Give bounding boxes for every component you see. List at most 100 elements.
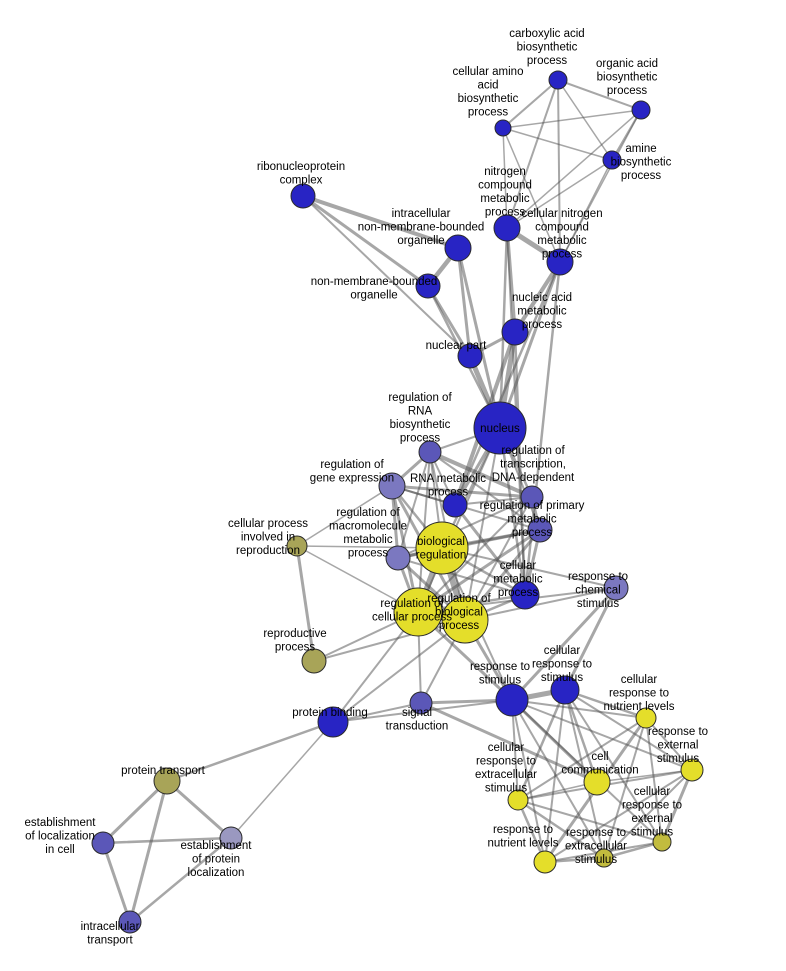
graph-edge [456,246,502,430]
node-cellular-response-to-stimulus[interactable] [550,675,580,705]
graph-edge [101,841,132,924]
graph-edge [502,127,613,161]
node-nuclear-part[interactable] [457,343,483,369]
graph-edge [332,619,466,723]
graph-edge [296,485,393,547]
graph-edge [441,547,617,589]
node-response-to-nutrient-levels[interactable] [533,850,557,874]
graph-edge [230,721,334,839]
node-ribonucleoprotein-complex[interactable] [290,183,316,209]
graph-edge [516,798,606,860]
graph-edge [428,450,534,499]
node-regulation-of-gene-expression[interactable] [378,472,406,500]
graph-edge [513,260,562,334]
graph-edge [563,586,618,692]
node-nucleus[interactable] [473,401,527,455]
node-regulation-of-macromolecule-metabolic-process[interactable] [385,545,411,571]
graph-edge [464,427,501,621]
node-cellular-response-to-nutrient-levels[interactable] [635,707,657,729]
node-regulation-of-cellular-process[interactable] [393,587,443,637]
node-cellular-amino-acid-biosynthetic-process[interactable] [494,119,512,137]
graph-edge [101,779,169,845]
graph-edge [510,586,618,702]
graph-edge [511,699,663,843]
graph-edge [417,427,501,613]
node-protein-binding[interactable] [317,706,349,738]
graph-edge [557,79,642,111]
graph-edge [506,109,642,229]
node-cellular-metabolic-process[interactable] [510,580,540,610]
node-regulation-of-rna-biosynthetic-process[interactable] [418,440,442,464]
node-regulation-of-transcription-dna-dependent[interactable] [520,485,544,509]
graph-edge [397,557,526,596]
node-rna-metabolic-process[interactable] [442,492,468,518]
node-regulation-of-primary-metabolic-process[interactable] [527,517,553,543]
node-cellular-response-to-external-stimulus[interactable] [652,832,672,852]
node-cellular-response-to-extracellular-stimulus[interactable] [507,789,529,811]
node-non-membrane-bounded-organelle[interactable] [415,273,441,299]
node-response-to-extracellular-stimulus[interactable] [594,848,614,868]
node-response-to-chemical-stimulus[interactable] [603,575,629,601]
graph-edge [603,769,693,859]
graph-edge [557,79,613,161]
graph-edge [502,79,559,129]
graph-edge [511,699,693,771]
graph-edge [456,246,472,358]
node-nucleic-acid-metabolic-process[interactable] [501,318,529,346]
graph-edge [498,426,527,597]
graph-edge [101,836,233,845]
graph-edge [557,79,561,263]
graph-edge [511,699,605,859]
node-reproductive-process[interactable] [301,648,327,674]
graph-edge [419,701,599,784]
edge-layer [101,79,694,924]
graph-edge [454,496,533,506]
node-intracellular-transport[interactable] [118,910,142,934]
graph-edge [603,717,647,859]
graph-edge [498,260,562,430]
graph-edge [660,768,694,844]
node-cellular-nitrogen-compound-metabolic-process[interactable] [546,248,574,276]
node-layer [91,70,704,934]
node-cellular-process-involved-in-reproduction[interactable] [286,535,308,557]
node-carboxylic-acid-biosynthetic-process[interactable] [548,70,568,90]
graph-edge [302,195,471,357]
graph-edge [506,79,559,229]
graph-edge [464,587,617,621]
graph-edge [517,799,663,843]
graph-edge [511,699,647,719]
graph-edge [502,109,642,129]
node-protein-transport[interactable] [153,767,181,795]
node-response-to-external-stimulus[interactable] [680,758,704,782]
graph-edge [502,127,561,263]
node-biological-regulation[interactable] [415,521,469,575]
node-organic-acid-biosynthetic-process[interactable] [631,100,651,120]
graph-edge [128,836,233,924]
graph-edge [295,544,316,663]
graph-edge [517,781,598,801]
graph-edge [506,159,613,229]
node-cell-communication[interactable] [583,768,611,796]
node-intracellular-non-membrane-bounded-organelle[interactable] [444,234,472,262]
node-establishment-of-protein-localization[interactable] [219,826,243,850]
graph-edge [517,717,647,801]
graph-edge [301,194,460,250]
node-signal-transduction[interactable] [409,691,433,715]
node-regulation-of-biological-process[interactable] [441,596,489,644]
graph-edge [453,503,527,597]
node-response-to-stimulus[interactable] [495,683,529,717]
node-establishment-of-localization-in-cell[interactable] [91,831,115,855]
graph-edge [602,840,664,860]
node-amine-biosynthetic-process[interactable] [602,150,622,170]
graph-edge [502,127,508,229]
node-nitrogen-compound-metabolic-process[interactable] [493,214,521,242]
